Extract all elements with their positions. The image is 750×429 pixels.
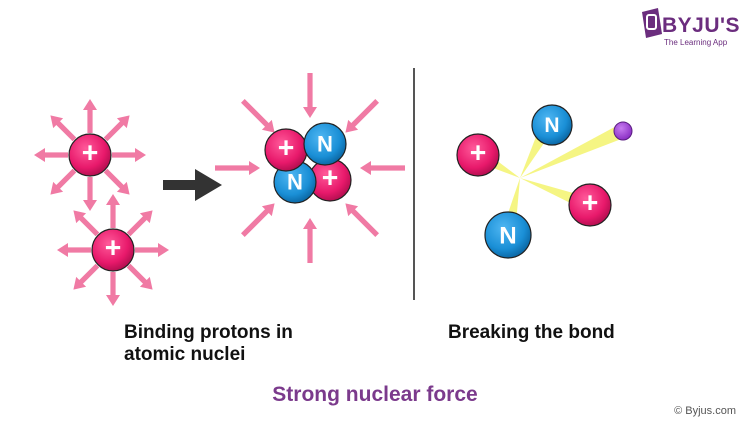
- inward-arrow: [215, 161, 260, 175]
- outward-arrow: [50, 168, 77, 195]
- outward-arrow: [103, 168, 130, 195]
- proton-symbol: +: [278, 133, 295, 165]
- particles-layer: + + + N + N + N + N: [68, 104, 633, 272]
- proton-sphere: [456, 133, 500, 177]
- proton-particle: +: [456, 133, 500, 177]
- neutron-sphere: [303, 122, 347, 166]
- process-arrow-icon: [163, 169, 222, 201]
- outward-arrow: [135, 243, 169, 257]
- neutron-particle: N: [531, 104, 573, 146]
- caption-binding-line-2: atomic nuclei: [124, 344, 246, 365]
- inward-arrow: [303, 73, 317, 118]
- outward-arrow: [73, 210, 100, 237]
- outward-arrow: [50, 115, 77, 142]
- neutron-symbol: N: [499, 222, 516, 249]
- inward-force-arrows: [215, 73, 405, 263]
- neutron-sphere: [484, 211, 532, 259]
- outward-arrow: [126, 263, 153, 290]
- outward-arrow: [103, 115, 130, 142]
- inward-arrow: [241, 99, 275, 133]
- inward-arrow: [241, 203, 275, 237]
- diagram-title: Strong nuclear force: [272, 383, 478, 406]
- burst-ray: [520, 125, 623, 178]
- proton-sphere: [91, 228, 135, 272]
- inward-arrow: [303, 218, 317, 263]
- inward-arrow: [345, 99, 379, 133]
- inward-arrow: [345, 203, 379, 237]
- copyright-notice: © Byjus.com: [674, 405, 736, 417]
- neutron-symbol: N: [287, 170, 303, 195]
- proton-symbol: +: [82, 138, 99, 170]
- neutron-sphere: [531, 104, 573, 146]
- outward-force-arrows: [34, 99, 169, 306]
- caption-breaking: Breaking the bond: [448, 322, 615, 343]
- neutron-particle: N: [484, 211, 532, 259]
- brand-name: BYJU'S: [662, 14, 741, 37]
- brand-tagline: The Learning App: [664, 38, 728, 47]
- proton-symbol: +: [470, 138, 487, 170]
- neutron-symbol: N: [544, 114, 559, 137]
- outward-arrow: [57, 243, 91, 257]
- proton-particle: +: [91, 228, 135, 272]
- proton-sphere: [568, 183, 612, 227]
- proton-particle: +: [568, 183, 612, 227]
- proton-symbol: +: [322, 163, 339, 195]
- proton-particle: +: [68, 133, 112, 177]
- proton-particle: +: [308, 158, 352, 202]
- outward-arrow: [83, 99, 97, 133]
- caption-binding-line-1: Binding protons in: [124, 322, 293, 343]
- proton-symbol: +: [582, 188, 599, 220]
- inward-arrow: [360, 161, 405, 175]
- byjus-logo-icon: [642, 8, 662, 38]
- proton-sphere: [68, 133, 112, 177]
- proton-particle: +: [264, 128, 308, 172]
- outward-arrow: [34, 148, 68, 162]
- neutron-particle: N: [303, 122, 347, 166]
- outward-arrow: [126, 210, 153, 237]
- outward-arrow: [106, 272, 120, 306]
- caption-binding: Binding protons in atomic nuclei: [124, 322, 293, 366]
- outward-arrow: [106, 194, 120, 228]
- outward-arrow: [83, 177, 97, 211]
- neutron-symbol: N: [317, 132, 333, 157]
- proton-symbol: +: [105, 233, 122, 265]
- outward-arrow: [73, 263, 100, 290]
- small-particle: [613, 121, 633, 141]
- outward-arrow: [112, 148, 146, 162]
